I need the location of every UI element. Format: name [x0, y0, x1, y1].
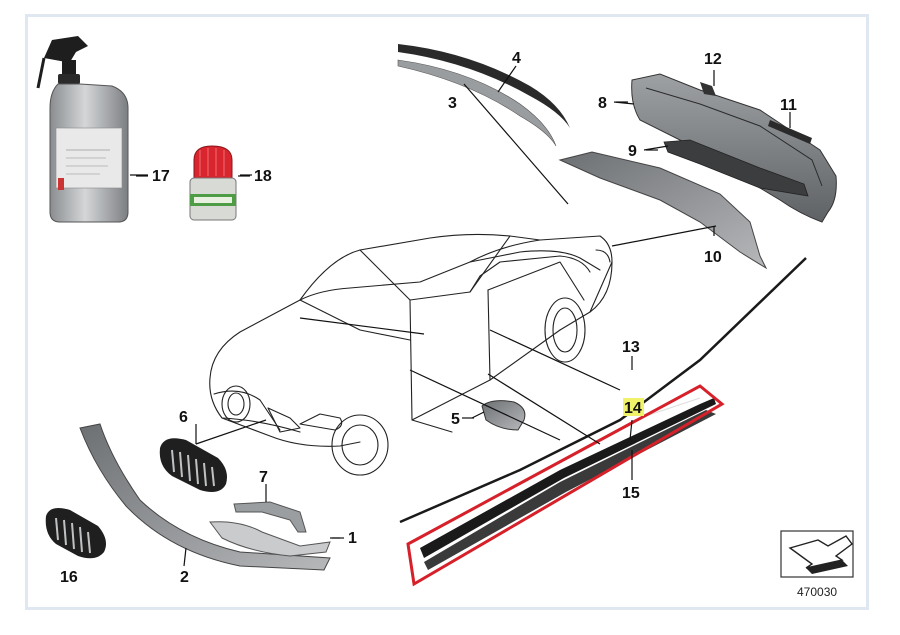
label-part-9: 9 [628, 143, 637, 160]
label-part-3: 3 [448, 95, 457, 112]
label-part-8: 8 [598, 95, 607, 112]
label-part-6: 6 [179, 409, 188, 426]
label-part-5: 5 [451, 411, 460, 428]
label-part-15: 15 [622, 485, 640, 502]
label-part-11: 11 [780, 97, 797, 114]
reference-number: 470030 [797, 585, 837, 599]
car-outline [209, 233, 613, 476]
label-part-4: 4 [512, 50, 521, 67]
adhesive-primer-jar [189, 145, 237, 221]
label-part-14: 14 [624, 400, 642, 417]
spray-bottle-cleaner [36, 36, 129, 223]
side-sill-strips [399, 257, 807, 570]
rear-diffuser-parts [558, 73, 837, 270]
label-part-13: 13 [622, 339, 640, 356]
label-part-7: 7 [259, 469, 268, 486]
front-lip-parts [79, 423, 331, 571]
kidney-grille-lower [45, 508, 106, 559]
mirror-cap [481, 400, 526, 431]
highlight-box-part-14 [623, 398, 644, 416]
label-part-2: 2 [180, 569, 189, 586]
label-part-10: 10 [704, 249, 722, 266]
selection-outline [406, 384, 725, 587]
label-part-16: 16 [60, 569, 78, 586]
label-dashes [136, 101, 658, 539]
label-part-17: 17 [152, 168, 170, 185]
label-part-12: 12 [704, 51, 722, 68]
kidney-grille-upper [159, 438, 227, 492]
label-part-18: 18 [254, 168, 272, 185]
trunk-spoiler-parts [397, 44, 570, 147]
label-part-1: 1 [348, 530, 357, 547]
reference-icon-box [780, 530, 854, 578]
